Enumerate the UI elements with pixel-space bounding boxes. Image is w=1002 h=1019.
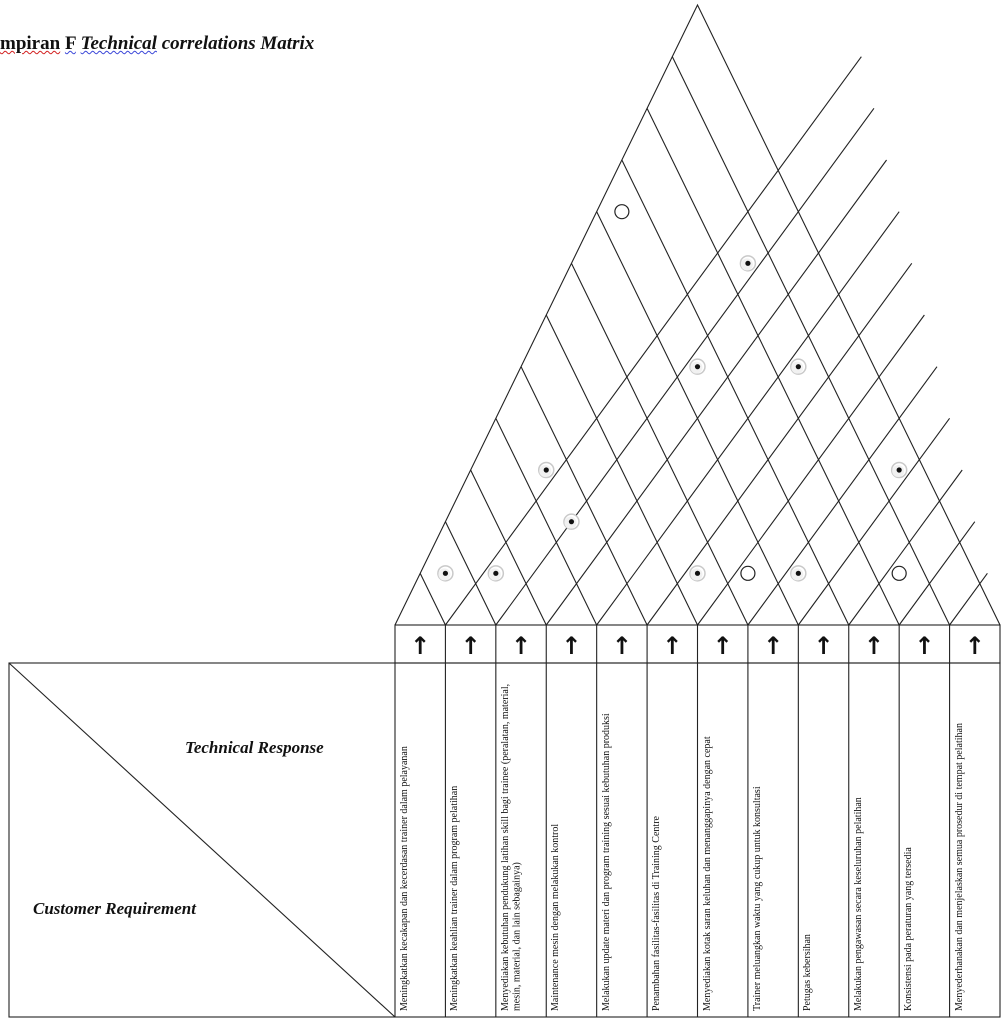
up-arrow-icon: ↑ xyxy=(662,632,682,660)
roof-diagonal xyxy=(470,469,547,626)
up-arrow-icon: ↑ xyxy=(864,632,884,660)
technical-response-item: Meningkatkan keahlian trainer dalam prog… xyxy=(449,785,461,1011)
roof-diagonal xyxy=(419,573,446,626)
roof-diagonal xyxy=(520,366,648,626)
up-arrow-icon: ↑ xyxy=(713,632,733,660)
strong-correlation-dot xyxy=(896,467,902,473)
technical-response-item: Meningkatkan kecakapan dan kecerdasan tr… xyxy=(399,746,410,1011)
strong-correlation-dot xyxy=(694,364,701,370)
roof-diagonal xyxy=(621,159,850,626)
strong-correlation-dot xyxy=(568,519,575,525)
strong-correlation-dot xyxy=(493,570,499,576)
technical-response-item: Maintenance mesin dengan melakukan kontr… xyxy=(550,823,562,1011)
roof-diagonal xyxy=(848,469,963,626)
roof-diagonal xyxy=(444,56,862,626)
corner-diagonal xyxy=(8,662,396,1018)
technical-response-item: Petugas kebersihan xyxy=(802,934,814,1011)
technical-response-item: Penambahan fasilitas-fasilitas di Traini… xyxy=(651,816,663,1011)
roof-diagonal xyxy=(444,521,497,626)
roof-diagonal xyxy=(646,263,913,626)
roof-diagonal xyxy=(747,366,938,626)
up-arrow-icon: ↑ xyxy=(965,632,985,660)
main-table xyxy=(8,662,1001,1018)
strong-correlation-dot xyxy=(543,467,549,473)
technical-response-item: Melakukan update materi dan program trai… xyxy=(600,713,612,1011)
roof-diagonal xyxy=(949,573,988,626)
up-arrow-icon: ↑ xyxy=(763,632,783,660)
technical-response-item: Konsistensi pada peraturan yang tersedia xyxy=(903,847,915,1011)
roof-diagonal xyxy=(545,159,888,626)
strong-correlation-dot xyxy=(694,570,701,576)
roof-diagonal xyxy=(495,418,598,626)
technical-response-item: Menyediakan kebutuhan pendukung latihan … xyxy=(499,683,523,1011)
medium-correlation-icon xyxy=(614,204,630,220)
strong-correlation-dot xyxy=(442,570,449,576)
up-arrow-icon: ↑ xyxy=(612,632,632,660)
customer-requirement-label: Customer Requirement xyxy=(33,899,196,918)
technical-response-item: Menyediakan kotak saran keluhan dan mena… xyxy=(701,736,713,1011)
roof-diagonal xyxy=(596,211,799,626)
roof-diagonal xyxy=(797,418,951,626)
roof-diagonal xyxy=(646,108,900,626)
strong-correlation-dot xyxy=(795,364,801,370)
up-arrow-icon: ↑ xyxy=(561,632,581,660)
up-arrow-icon: ↑ xyxy=(511,632,531,660)
technical-response-item: Trainer meluangkan waktu yang cukup untu… xyxy=(751,786,763,1011)
roof-diagonal xyxy=(495,108,875,626)
strong-correlation-dot xyxy=(795,570,801,576)
technical-response-item: Melakukan pengawasan secara keseluruhan … xyxy=(852,797,864,1011)
up-arrow-icon: ↑ xyxy=(461,632,481,660)
technical-response-item: Menyederhanakan dan menjelaskan semua pr… xyxy=(953,723,965,1011)
roof-diagonal xyxy=(545,314,698,626)
medium-correlation-icon xyxy=(891,565,907,581)
strong-correlation-dot xyxy=(745,260,751,266)
up-arrow-icon: ↑ xyxy=(914,632,934,660)
medium-correlation-icon xyxy=(740,565,756,581)
page-title: mpiran F Technical correlations Matrix xyxy=(0,33,315,54)
up-arrow-icon: ↑ xyxy=(813,632,833,660)
roof-diagonal xyxy=(671,56,951,626)
technical-response-label: Technical Response xyxy=(185,738,324,757)
roof-diagonal xyxy=(697,314,925,626)
up-arrow-icon: ↑ xyxy=(410,632,430,660)
roof-diagonal xyxy=(898,521,976,626)
roof-diagonal xyxy=(570,263,749,626)
